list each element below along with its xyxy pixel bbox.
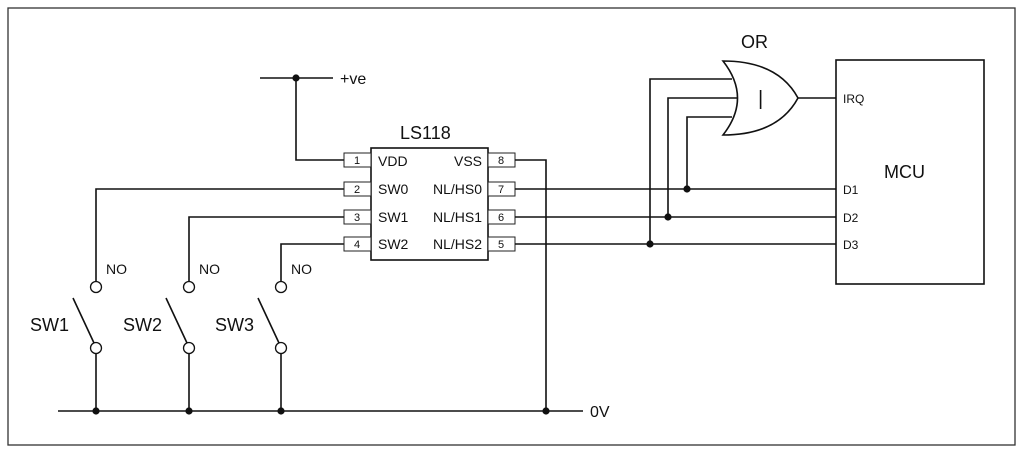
or-gate-symbol: | — [758, 88, 763, 110]
or-gate-label: OR — [741, 32, 768, 52]
ic-pin-number: 4 — [354, 239, 360, 251]
switch-contact-top — [89, 280, 103, 294]
switch-contact-bottom — [182, 341, 196, 355]
ic-pin-name: NL/HS2 — [433, 236, 482, 252]
switch-sw3: NO SW3 — [215, 261, 312, 411]
ic-pin-number: 2 — [354, 184, 360, 196]
switch-contact-label: NO — [291, 261, 312, 277]
mcu-pin-label: D2 — [843, 211, 859, 225]
ic-pin-number: 8 — [498, 155, 504, 167]
ic-pin-name: VSS — [454, 153, 482, 169]
switch-contact-label: NO — [199, 261, 220, 277]
ic-body — [370, 147, 489, 261]
switch-sw1: NO SW1 — [30, 261, 127, 411]
ic-pin-number: 6 — [498, 212, 504, 224]
ic-pin-name: SW1 — [378, 209, 409, 225]
switch-contact-top — [274, 280, 288, 294]
ic-name: LS118 — [400, 123, 451, 143]
ic-pin-name: SW0 — [378, 181, 409, 197]
switch-label: SW3 — [215, 315, 254, 335]
ic-pin-name: NL/HS0 — [433, 181, 482, 197]
ground-label: 0V — [590, 404, 610, 421]
switch-input-wires — [95, 188, 344, 286]
switch-contact-bottom — [274, 341, 288, 355]
mcu-pin-label: IRQ — [843, 92, 864, 106]
power-rail: +ve — [260, 71, 366, 161]
switch-label: SW1 — [30, 315, 69, 335]
switch-contact-bottom — [89, 341, 103, 355]
switch-sw2: NO SW2 — [123, 261, 220, 411]
mcu-name: MCU — [884, 162, 925, 182]
mcu-body — [835, 59, 985, 285]
output-wires — [515, 78, 836, 248]
switch-label: SW2 — [123, 315, 162, 335]
or-gate: | OR — [721, 32, 836, 136]
mcu-pin-label: D3 — [843, 238, 859, 252]
ground-rail: 0V — [58, 404, 610, 421]
diagram-frame — [7, 7, 1016, 446]
power-label: +ve — [340, 71, 366, 88]
ic-pin-name: NL/HS1 — [433, 209, 482, 225]
switch-contact-label: NO — [106, 261, 127, 277]
vss-ground-wire — [515, 159, 547, 411]
ic-pin-name: VDD — [378, 153, 408, 169]
switch-contact-top — [182, 280, 196, 294]
mcu-block: MCU IRQ D1 D2 D3 — [835, 59, 985, 285]
ic-pin-number: 5 — [498, 239, 504, 251]
ic-pin-number: 3 — [354, 212, 360, 224]
mcu-pin-label: D1 — [843, 183, 859, 197]
ic-pin-number: 1 — [354, 155, 360, 167]
ic-pin-number: 7 — [498, 184, 504, 196]
ic-ls118: LS118 1 2 3 4 8 7 6 5 VDD SW0 SW1 SW2 VS… — [343, 123, 516, 261]
ic-pin-name: SW2 — [378, 236, 409, 252]
